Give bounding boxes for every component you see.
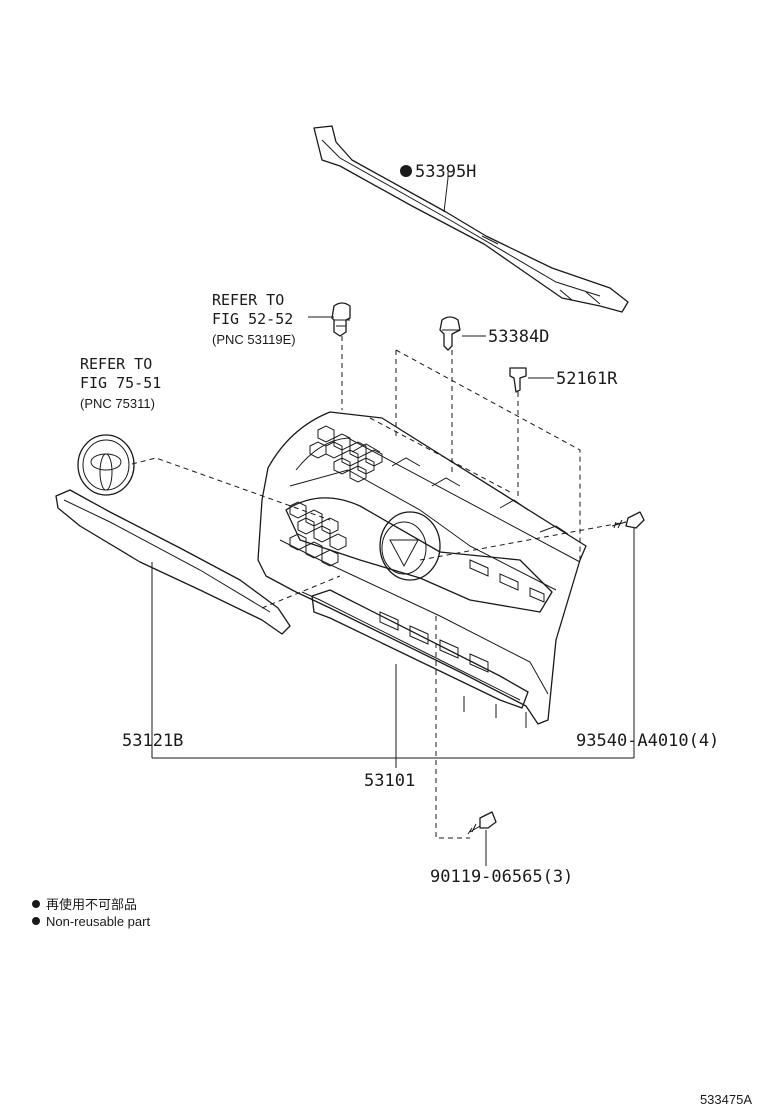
label-53101: 53101	[364, 771, 415, 791]
non-reusable-marker-icon	[400, 165, 412, 177]
ref1-line1: REFER TO	[212, 291, 284, 309]
screw-93540-icon	[611, 511, 645, 758]
diagram-code: 533475A	[700, 1092, 752, 1107]
emblem-ref-75311-icon	[77, 434, 135, 496]
ref2-line2: FIG 75-51	[80, 374, 161, 392]
legend: 再使用不可部品 Non-reusable part	[32, 897, 150, 929]
lower-moulding-53121b	[55, 489, 341, 758]
legend-marker-icon	[32, 900, 40, 908]
ref2-line1: REFER TO	[80, 355, 152, 373]
ref2-line3: (PNC 75311)	[80, 396, 155, 411]
upper-mesh	[309, 425, 383, 483]
clip-52161r-icon	[509, 367, 554, 393]
legend-jp: 再使用不可部品	[46, 897, 137, 912]
label-90119: 90119-06565(3)	[430, 867, 573, 887]
legend-en: Non-reusable part	[46, 914, 150, 929]
upper-seal-strip-53395h	[313, 125, 629, 313]
label-93540: 93540-A4010(4)	[576, 731, 719, 751]
label-53384d: 53384D	[488, 327, 549, 347]
clip-ref-53119e-icon	[308, 302, 351, 337]
ref1-line3: (PNC 53119E)	[212, 332, 296, 347]
ref1-line2: FIG 52-52	[212, 310, 293, 328]
legend-marker-icon	[32, 917, 40, 925]
lower-mesh	[289, 501, 347, 567]
label-53121b: 53121B	[122, 731, 183, 751]
label-52161r: 52161R	[556, 369, 618, 389]
radiator-grille-53101	[257, 411, 587, 768]
screw-90119-icon	[467, 811, 497, 866]
clip-53384d-icon	[439, 316, 486, 351]
label-53395h: 53395H	[415, 162, 476, 182]
